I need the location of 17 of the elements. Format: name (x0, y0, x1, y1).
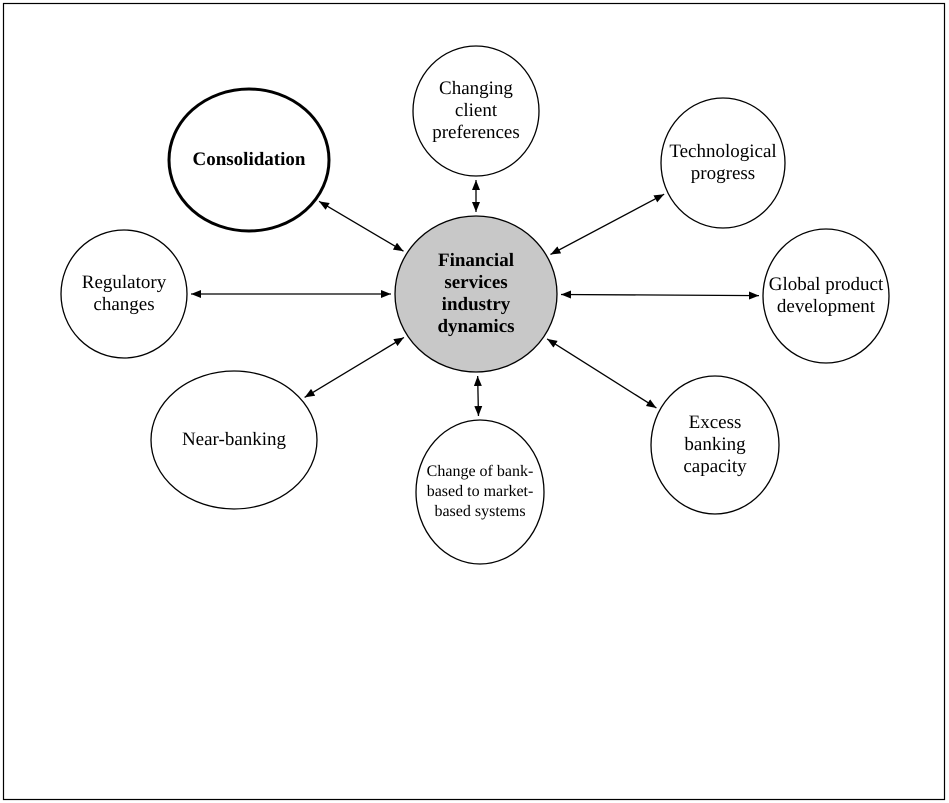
arrow (550, 194, 664, 256)
arrow (318, 200, 404, 252)
node-label: Change of bank-based to market-based systems (426, 462, 534, 522)
arrow (472, 180, 480, 212)
node-label: Financial services industry dynamics (436, 250, 516, 338)
arrow (191, 290, 391, 298)
node-label: Excess banking capacity (682, 412, 748, 478)
node-label: Regulatory changes (80, 272, 168, 316)
arrow (304, 336, 404, 398)
node-label: Changing client preferences (431, 78, 521, 144)
arrow (546, 338, 657, 409)
node-label: Technological progress (668, 141, 778, 185)
node-label: Global product development (768, 274, 884, 318)
arrow (474, 376, 482, 416)
arrow (561, 290, 759, 300)
node-label: Near-banking (180, 429, 288, 451)
node-label: Consolidation (192, 149, 306, 171)
